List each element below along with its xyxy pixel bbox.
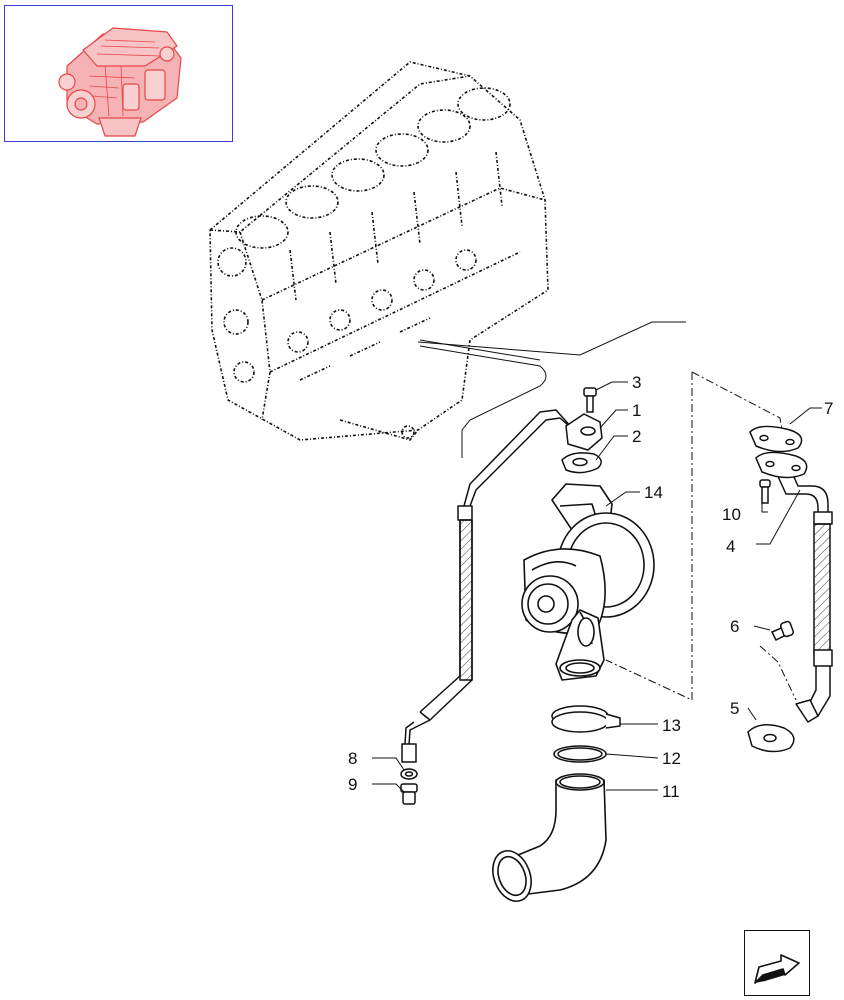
callout-10: 10 (722, 505, 741, 524)
callout-1: 1 (632, 401, 641, 420)
phantom-alignment-lines (605, 371, 797, 701)
callout-9: 9 (348, 775, 357, 794)
callout-7: 7 (824, 399, 833, 418)
engine-block-phantom (209, 61, 549, 441)
callout-labels: 1 2 3 4 5 6 7 8 9 10 11 12 13 14 (348, 373, 833, 801)
reference-lines (417, 321, 686, 458)
callout-leaders (372, 381, 822, 793)
callout-12: 12 (662, 749, 681, 768)
washer-part-8 (400, 768, 418, 780)
engine-thumbnail-icon (58, 27, 182, 137)
v-band-clamp (551, 705, 621, 733)
banjo-fitting (565, 413, 603, 451)
flange-gasket-part-5 (747, 724, 795, 753)
seal-ring (553, 745, 607, 763)
callout-13: 13 (662, 716, 681, 735)
callout-5: 5 (730, 699, 739, 718)
flange-gasket-part-7 (749, 425, 808, 479)
next-page-arrow-icon (754, 954, 800, 984)
callout-2: 2 (632, 427, 641, 446)
callout-8: 8 (348, 749, 357, 768)
adapter-part-9 (400, 783, 418, 805)
bolt-part-10 (759, 479, 771, 504)
bolt-part-6 (770, 620, 794, 642)
exhaust-elbow (492, 773, 607, 902)
gasket-part-2 (561, 452, 602, 474)
oil-feed-pipe (401, 409, 579, 763)
oil-return-pipe (775, 467, 833, 723)
callout-4: 4 (726, 537, 735, 556)
turbocharger (521, 483, 655, 681)
next-page-button[interactable] (744, 930, 810, 996)
engine-thumbnail[interactable] (4, 5, 233, 142)
bolt-part-3 (583, 387, 597, 413)
callout-3: 3 (632, 373, 641, 392)
callout-6: 6 (730, 617, 739, 636)
callout-11: 11 (662, 782, 680, 801)
callout-14: 14 (644, 483, 663, 502)
